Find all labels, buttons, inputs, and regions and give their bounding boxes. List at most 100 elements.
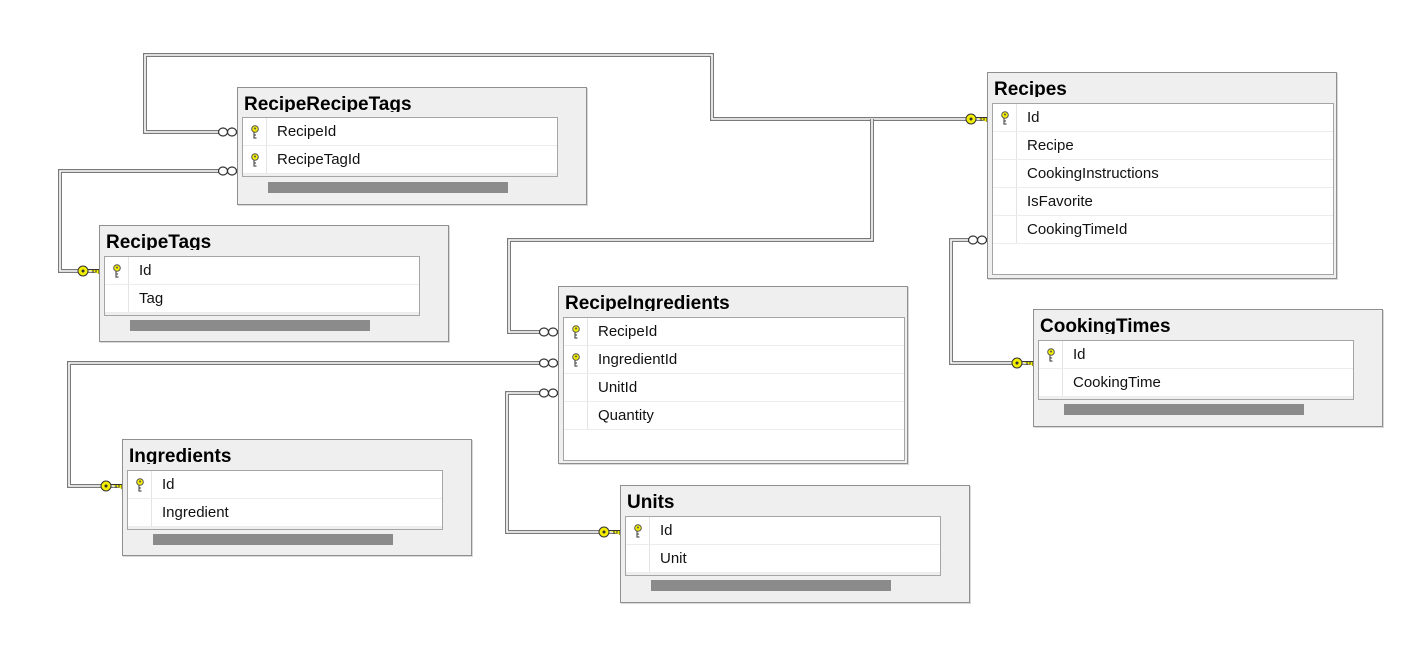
column-grid: Id Unit [625, 516, 941, 576]
column-name: Ingredient [162, 504, 229, 521]
column-row-recipeid[interactable]: RecipeId [564, 318, 904, 346]
column-name: Unit [660, 550, 687, 567]
table-title: RecipeTags [106, 233, 212, 250]
table-recipe-tags[interactable]: RecipeTags Id Tag [99, 225, 449, 342]
row-selector [993, 188, 1017, 215]
column-name: Id [660, 522, 673, 539]
column-row-id[interactable]: Id [128, 471, 442, 499]
row-selector [993, 132, 1017, 159]
infinity-endpoint-icon [538, 388, 559, 398]
horizontal-scrollbar[interactable] [651, 580, 891, 591]
column-row-cookingtime[interactable]: CookingTime [1039, 369, 1353, 397]
horizontal-scrollbar[interactable] [130, 320, 370, 331]
column-row-recipetagid[interactable]: RecipeTagId [243, 146, 557, 174]
column-grid: RecipeId IngredientId UnitId Quantity [563, 317, 905, 461]
yellow-key-endpoint-icon [598, 526, 621, 538]
column-name: CookingInstructions [1027, 165, 1159, 182]
key-icon [1047, 348, 1055, 362]
table-cooking-times[interactable]: CookingTimes Id CookingTime [1033, 309, 1383, 427]
key-icon [251, 125, 259, 139]
relationship-recipes-to-recipe-ingredients[interactable] [507, 119, 874, 334]
infinity-endpoint-icon [217, 127, 238, 137]
column-name: Id [162, 476, 175, 493]
column-grid: Id CookingTime [1038, 340, 1354, 400]
table-title: CookingTimes [1040, 317, 1171, 334]
table-ingredients[interactable]: Ingredients Id Ingredient [122, 439, 472, 556]
column-name: Id [139, 262, 152, 279]
column-row-ingredientid[interactable]: IngredientId [564, 346, 904, 374]
yellow-key-endpoint-icon [1011, 357, 1034, 369]
table-title: RecipeRecipeTags [244, 95, 412, 112]
column-grid: Id Ingredient [127, 470, 443, 530]
row-selector [243, 146, 267, 173]
horizontal-scrollbar[interactable] [268, 182, 508, 193]
infinity-endpoint-icon [538, 358, 559, 368]
column-row-recipeid[interactable]: RecipeId [243, 118, 557, 146]
column-name: IngredientId [598, 351, 678, 368]
row-selector [626, 517, 650, 544]
row-selector [128, 471, 152, 498]
row-selector [626, 545, 650, 572]
key-icon [572, 325, 580, 339]
row-selector [1039, 341, 1063, 368]
column-name: UnitId [598, 379, 638, 396]
infinity-endpoint-icon [217, 166, 238, 176]
horizontal-scrollbar[interactable] [1064, 404, 1304, 415]
row-selector [1039, 369, 1063, 396]
infinity-endpoint-icon [967, 235, 988, 245]
yellow-key-endpoint-icon [100, 480, 123, 492]
column-row-id[interactable]: Id [626, 517, 940, 545]
column-row-quantity[interactable]: Quantity [564, 402, 904, 430]
yellow-key-endpoint-icon [77, 265, 100, 277]
relationship-ingredients-to-recipe-ingredients[interactable] [67, 361, 559, 488]
column-name: RecipeId [277, 123, 337, 140]
row-selector [564, 318, 588, 345]
column-row-id[interactable]: Id [1039, 341, 1353, 369]
column-name: RecipeId [598, 323, 658, 340]
column-name: CookingTimeId [1027, 221, 1128, 238]
table-recipes[interactable]: Recipes Id Recipe CookingInstructions Is… [987, 72, 1337, 279]
column-row-cookingtimeid[interactable]: CookingTimeId [993, 216, 1333, 244]
relationship-units-to-recipe-ingredients[interactable] [505, 391, 621, 534]
column-row-isfavorite[interactable]: IsFavorite [993, 188, 1333, 216]
column-row-cookinginstructions[interactable]: CookingInstructions [993, 160, 1333, 188]
key-icon [113, 264, 121, 278]
column-row-id[interactable]: Id [993, 104, 1333, 132]
row-selector [993, 160, 1017, 187]
row-selector [243, 118, 267, 145]
column-name: CookingTime [1073, 374, 1161, 391]
column-row-ingredient[interactable]: Ingredient [128, 499, 442, 527]
relationship-recipes-to-recipe-recipe-tags[interactable] [143, 53, 988, 134]
table-units[interactable]: Units Id Unit [620, 485, 970, 603]
infinity-endpoint-icon [538, 327, 559, 337]
row-selector [128, 499, 152, 526]
table-recipe-ingredients[interactable]: RecipeIngredients RecipeId IngredientId … [558, 286, 908, 464]
table-title: Ingredients [129, 447, 232, 464]
column-name: IsFavorite [1027, 193, 1093, 210]
table-title: Recipes [994, 80, 1067, 97]
column-name: Recipe [1027, 137, 1074, 154]
key-icon [572, 353, 580, 367]
key-icon [136, 478, 144, 492]
row-selector [564, 402, 588, 429]
table-recipe-recipe-tags[interactable]: RecipeRecipeTags RecipeId RecipeTagId [237, 87, 587, 205]
column-name: Id [1073, 346, 1086, 363]
column-name: Id [1027, 109, 1040, 126]
table-title: Units [627, 493, 675, 510]
horizontal-scrollbar[interactable] [153, 534, 393, 545]
column-name: Tag [139, 290, 164, 307]
column-row-id[interactable]: Id [105, 257, 419, 285]
key-icon [1001, 111, 1009, 125]
column-row-recipe[interactable]: Recipe [993, 132, 1333, 160]
column-row-unitid[interactable]: UnitId [564, 374, 904, 402]
column-name: Quantity [598, 407, 654, 424]
key-icon [634, 524, 642, 538]
column-row-unit[interactable]: Unit [626, 545, 940, 573]
column-row-tag[interactable]: Tag [105, 285, 419, 313]
row-selector [105, 257, 129, 284]
table-title: RecipeIngredients [565, 294, 730, 311]
key-icon [251, 153, 259, 167]
row-selector [564, 374, 588, 401]
column-grid: Id Recipe CookingInstructions IsFavorite… [992, 103, 1334, 275]
